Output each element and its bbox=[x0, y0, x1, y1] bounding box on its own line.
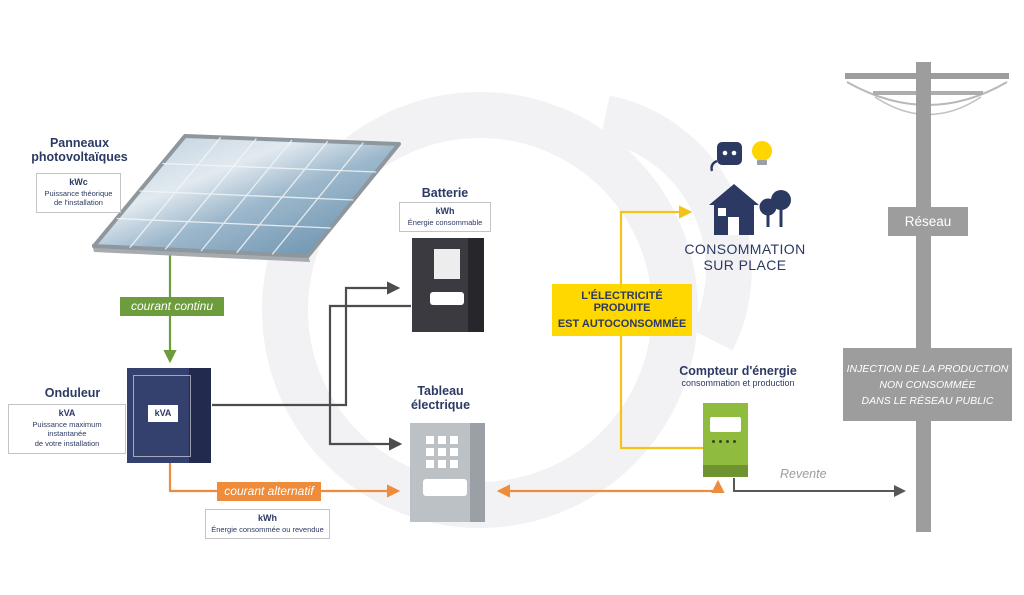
grid-injection-line3: DANS LE RÉSEAU PUBLIC bbox=[861, 394, 994, 407]
ac-unit: kWh bbox=[258, 513, 277, 523]
ac-line bbox=[168, 463, 401, 498]
battery-desc: Énergie consommable bbox=[407, 217, 483, 227]
solar-panels-title-line2: photovoltaïques bbox=[31, 150, 128, 165]
battery-unit: kWh bbox=[435, 206, 455, 216]
battery-screen bbox=[430, 292, 464, 305]
meter-base bbox=[703, 465, 748, 477]
onsite-consumption-label: CONSOMMATION SUR PLACE bbox=[680, 241, 810, 273]
tree-icon bbox=[759, 190, 791, 227]
electrical-panel-title-line1: Tableau bbox=[417, 384, 464, 398]
self-consumption-line2: EST AUTOCONSOMMÉE bbox=[557, 318, 687, 330]
onsite-consumption-line1: CONSOMMATION bbox=[684, 241, 806, 257]
inverter-device: kVA bbox=[127, 368, 211, 463]
battery-vent bbox=[434, 249, 460, 279]
inverter-device-label: kVA bbox=[148, 405, 178, 422]
electrical-panel-device bbox=[410, 423, 485, 522]
meter-screen bbox=[710, 417, 741, 432]
solar-panels-desc-line1: Puissance théorique bbox=[44, 188, 113, 198]
plug-icon bbox=[710, 142, 742, 172]
breaker-switches bbox=[426, 436, 458, 468]
grid-injection-box: INJECTION DE LA PRODUCTION NON CONSOMMÉE… bbox=[843, 348, 1012, 421]
ac-current-badge: courant alternatif bbox=[217, 482, 321, 501]
dc-current-badge: courant continu bbox=[120, 297, 224, 316]
electrical-panel-title: Tableau électrique bbox=[398, 384, 483, 413]
inverter-face bbox=[133, 375, 191, 457]
house-icon bbox=[709, 184, 759, 235]
electrical-panel-title-line2: électrique bbox=[410, 398, 471, 413]
solar-panels-infobox: kWc Puissance théorique de l'installatio… bbox=[36, 173, 121, 214]
inverter-desc-line2: de votre installation bbox=[34, 439, 100, 449]
inverter-desc-line1: Puissance maximum instantanée bbox=[32, 419, 102, 439]
inverter-battery-line bbox=[212, 281, 401, 407]
electrical-panel-screen bbox=[423, 479, 467, 496]
meter-title: Compteur d'énergie bbox=[679, 364, 797, 378]
self-consumption-box: L'ÉLECTRICITÉ PRODUITE EST AUTOCONSOMMÉE bbox=[552, 284, 692, 336]
battery-panel-line bbox=[328, 304, 411, 451]
grid-label: Réseau bbox=[888, 207, 968, 236]
battery-device bbox=[412, 238, 484, 332]
self-consumption-line1: L'ÉLECTRICITÉ PRODUITE bbox=[581, 290, 663, 314]
grid-injection-line1: INJECTION DE LA PRODUCTION bbox=[846, 362, 1009, 375]
meter-subtitle: consommation et production bbox=[681, 378, 795, 388]
battery-infobox: kWh Énergie consommable bbox=[399, 202, 491, 233]
solar-panels-title: Panneaux photovoltaïques bbox=[27, 136, 132, 165]
resale-label: Revente bbox=[780, 467, 827, 481]
onsite-consumption-line2: SUR PLACE bbox=[703, 257, 787, 274]
ac-infobox: kWh Énergie consommée ou revendue bbox=[205, 509, 330, 540]
solar-panels-desc-line2: de l'installation bbox=[54, 198, 103, 208]
resale-line bbox=[733, 478, 906, 497]
battery-title: Batterie bbox=[421, 186, 469, 200]
ac-desc: Énergie consommée ou revendue bbox=[211, 524, 324, 534]
inverter-title: Onduleur bbox=[44, 386, 101, 400]
inverter-infobox: kVA Puissance maximum instantanée de vot… bbox=[8, 404, 126, 454]
meter-device bbox=[703, 403, 748, 477]
meter-buttons bbox=[712, 440, 736, 443]
solar-panels-title-line1: Panneaux bbox=[49, 136, 110, 150]
lightbulb-icon bbox=[752, 141, 772, 165]
grid-injection-line2: NON CONSOMMÉE bbox=[879, 378, 976, 391]
solar-panels-unit: kWc bbox=[69, 177, 88, 187]
inverter-unit: kVA bbox=[58, 408, 76, 418]
consumption-illustration bbox=[709, 141, 791, 235]
